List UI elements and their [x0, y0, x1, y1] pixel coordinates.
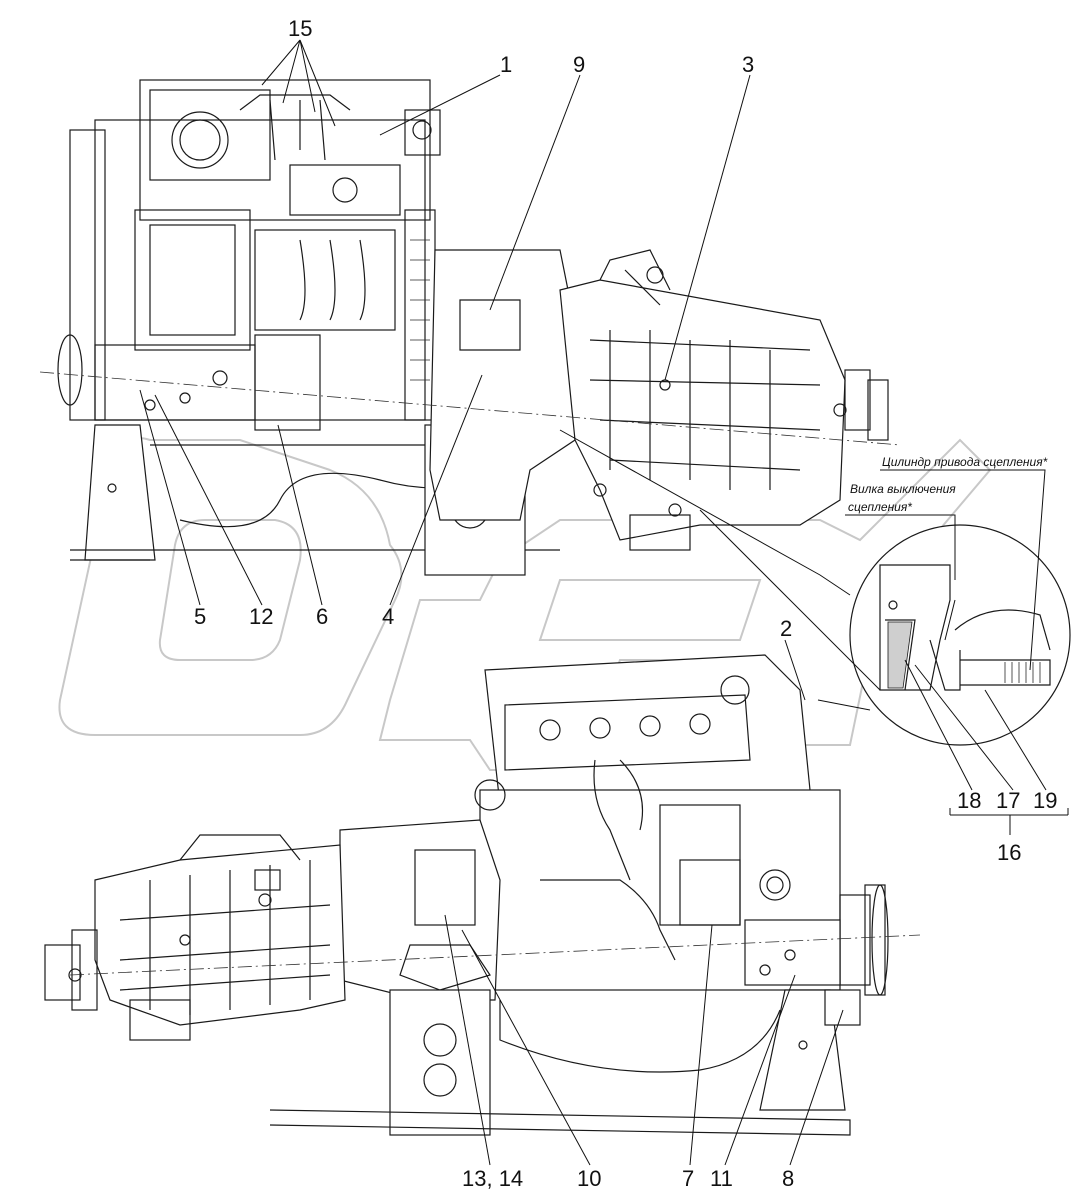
note-leaders [845, 469, 1046, 671]
label-8: 8 [782, 1166, 794, 1191]
label-1: 1 [500, 52, 512, 77]
label-16: 16 [997, 840, 1021, 865]
upper-view-assembly [39, 79, 901, 576]
label-4: 4 [382, 604, 394, 629]
note-release-fork-line2: сцепления* [848, 500, 912, 514]
label-15: 15 [288, 16, 312, 41]
label-18: 18 [957, 788, 981, 813]
note-clutch-cylinder: Цилиндр привода сцепления* [882, 455, 1048, 469]
label-6: 6 [316, 604, 328, 629]
label-leaders [139, 39, 1069, 1166]
label-2: 2 [780, 616, 792, 641]
label-11: 11 [710, 1166, 733, 1191]
part-labels: 15 1 9 3 5 12 6 4 2 18 17 19 16 13, 14 1… [194, 16, 1057, 1191]
lower-view-assembly [44, 654, 921, 1136]
label-17: 17 [996, 788, 1020, 813]
label-13-14: 13, 14 [462, 1166, 523, 1191]
label-19: 19 [1033, 788, 1057, 813]
label-12: 12 [249, 604, 273, 629]
label-7: 7 [682, 1166, 694, 1191]
note-release-fork-line1: Вилка выключения [850, 482, 956, 496]
label-5: 5 [194, 604, 206, 629]
clutch-detail-inset [559, 429, 1071, 746]
label-9: 9 [573, 52, 585, 77]
label-10: 10 [577, 1166, 601, 1191]
label-3: 3 [742, 52, 754, 77]
